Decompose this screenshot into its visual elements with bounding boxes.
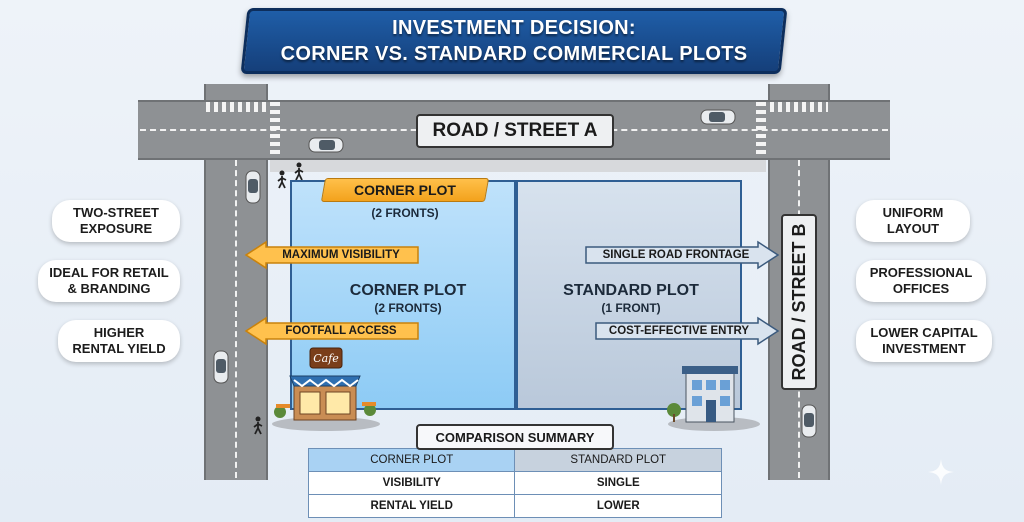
corner-plot-sub: (2 FRONTS) [374, 301, 442, 315]
page-title: INVESTMENT DECISION: CORNER VS. STANDARD… [244, 8, 784, 74]
crosswalk-right [770, 102, 828, 112]
benefit-line-1: PROFESSIONAL [869, 265, 973, 280]
benefit-line-1: TWO-STREET [73, 205, 159, 220]
car-icon [308, 137, 344, 153]
benefit-line-2: INVESTMENT [882, 341, 966, 356]
benefit-line-2: RENTAL YIELD [72, 341, 166, 356]
table-row: VISIBILITY SINGLE [307, 471, 722, 495]
benefit-line-2: & BRANDING [67, 281, 151, 296]
maximum-visibility-arrow [244, 240, 419, 270]
pedestrian-icon [253, 416, 263, 435]
corner-plot-tag-label: CORNER PLOT [354, 182, 456, 198]
maximum-visibility-label: MAXIMUM VISIBILITY [282, 249, 400, 261]
crosswalk-right-side [756, 102, 766, 158]
corner-plot-title: CORNER PLOT [349, 282, 467, 299]
sidewalk [270, 160, 766, 172]
cost-effective-entry-arrow [595, 316, 780, 346]
benefit-line-2: OFFICES [892, 281, 950, 296]
corner-plot-tag-sub: (2 FRONTS) [371, 206, 439, 220]
benefit-line-2: EXPOSURE [79, 221, 153, 236]
single-road-frontage-label: SINGLE ROAD FRONTAGE [602, 249, 750, 261]
car-icon [700, 109, 736, 125]
pedestrian-icon [277, 170, 287, 189]
benefit-uniform-layout: UNIFORM LAYOUT [856, 200, 970, 242]
benefit-lower-capital-investment: LOWER CAPITAL INVESTMENT [856, 320, 992, 362]
benefit-higher-rental-yield: HIGHER RENTAL YIELD [58, 320, 180, 362]
benefit-line-1: HIGHER [93, 325, 145, 340]
benefit-professional-offices: PROFESSIONAL OFFICES [856, 260, 986, 302]
sparkle-icon [928, 459, 954, 485]
standard-plot-title: STANDARD PLOT [563, 282, 699, 299]
cost-effective-entry-label: COST-EFFECTIVE ENTRY [608, 325, 750, 337]
benefit-line-1: LOWER CAPITAL [870, 325, 978, 340]
corner-plot-area [290, 180, 516, 410]
comparison-summary-table: CORNER PLOT STANDARD PLOT VISIBILITY SIN… [307, 448, 722, 518]
benefit-two-street-exposure: TWO-STREET EXPOSURE [52, 200, 180, 242]
road-a-label: ROAD / STREET A [416, 114, 614, 148]
single-road-frontage-arrow [585, 240, 780, 270]
table-header-corner: CORNER PLOT [307, 448, 516, 472]
table-cell: VISIBILITY [307, 471, 516, 495]
footfall-access-label: FOOTFALL ACCESS [285, 325, 397, 337]
table-cell: RENTAL YIELD [307, 494, 516, 518]
table-cell: SINGLE [514, 471, 722, 495]
benefit-line-1: UNIFORM [882, 205, 944, 220]
crosswalk-left [206, 102, 266, 112]
table-cell: LOWER [514, 494, 722, 518]
title-line-1: INVESTMENT DECISION: [392, 17, 636, 39]
standard-plot-sub: (1 FRONT) [601, 301, 661, 315]
comparison-summary-title: COMPARISON SUMMARY [416, 424, 614, 450]
benefit-ideal-retail-branding: IDEAL FOR RETAIL & BRANDING [38, 260, 180, 302]
cafe-building-icon: Cafe [272, 347, 380, 431]
car-icon [801, 404, 817, 438]
table-header-standard: STANDARD PLOT [514, 448, 722, 472]
table-row: RENTAL YIELD LOWER [307, 494, 722, 518]
table-header-row: CORNER PLOT STANDARD PLOT [307, 448, 722, 472]
footfall-access-arrow [244, 316, 419, 346]
benefit-line-1: IDEAL FOR RETAIL [49, 265, 169, 280]
road-b-label: ROAD / STREET B [789, 223, 809, 381]
car-icon [213, 350, 229, 384]
cafe-sign-text: Cafe [313, 352, 339, 365]
benefit-line-2: LAYOUT [886, 221, 940, 236]
office-building-icon [667, 366, 760, 431]
car-icon [245, 170, 261, 204]
crosswalk-left-side [270, 102, 280, 158]
road-left-lane-marking [235, 160, 237, 478]
title-line-2: CORNER VS. STANDARD COMMERCIAL PLOTS [280, 43, 748, 65]
road-b-label-box [781, 214, 817, 390]
pedestrian-icon [294, 162, 304, 181]
